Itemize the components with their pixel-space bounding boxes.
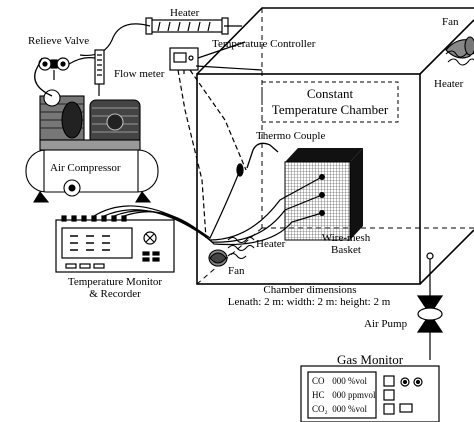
heater-right-label: Heater: [434, 78, 463, 90]
relieve-valve-label: Relieve Valve: [28, 35, 89, 47]
wire-mesh-basket: [285, 148, 363, 240]
temperature-monitor-label-line1: Temperature Monitor: [52, 276, 178, 288]
chamber-title-line2: Temperature Chamber: [264, 102, 396, 117]
thermo-couple-probe: [237, 143, 278, 176]
flow-meter: [69, 50, 104, 96]
temperature-controller-label: Temperature Controller: [212, 38, 315, 50]
chamber-title-line1: Constant: [264, 86, 396, 101]
air-pump-label: Air Pump: [364, 318, 407, 330]
gas-name: CO₂: [312, 404, 330, 414]
gas-name: CO: [312, 376, 330, 386]
flow-meter-label: Flow meter: [114, 68, 164, 80]
gas-value: 000 %vol: [332, 376, 367, 386]
air-pump: [418, 253, 442, 360]
fan-top-right-label: Fan: [442, 16, 459, 28]
relieve-valve: [39, 58, 69, 80]
gas-reading-row: CO₂ 000 %vol: [312, 404, 367, 414]
gas-value: 000 ppmvol: [332, 390, 375, 400]
wire-mesh-label-line2: Basket: [316, 244, 376, 256]
heater-top-label: Heater: [170, 7, 199, 19]
gas-reading-row: CO 000 %vol: [312, 376, 367, 386]
chamber-dimensions-line2: Lenath: 2 m: width: 2 m: height: 2 m: [198, 296, 420, 308]
heater-tube-top: [146, 18, 242, 34]
heater-bottom-label: Heater: [256, 238, 285, 250]
gas-name: HC: [312, 390, 330, 400]
chamber-dimensions-line1: Chamber dimensions: [210, 284, 410, 296]
gas-value: 000 %vol: [332, 404, 367, 414]
wire-mesh-label-line1: Wire-mesh: [316, 232, 376, 244]
gas-reading-row: HC 000 ppmvol: [312, 390, 376, 400]
temperature-monitor-label-line2: & Recorder: [52, 288, 178, 300]
fan-heater-top-right: [446, 37, 474, 65]
thermo-couple-label: Thermo Couple: [256, 130, 325, 142]
temperature-monitor-device: [56, 216, 174, 272]
fan-bottom-label: Fan: [228, 265, 245, 277]
air-compressor-label: Air Compressor: [50, 162, 121, 174]
gas-monitor-label: Gas Monitor: [301, 352, 439, 367]
